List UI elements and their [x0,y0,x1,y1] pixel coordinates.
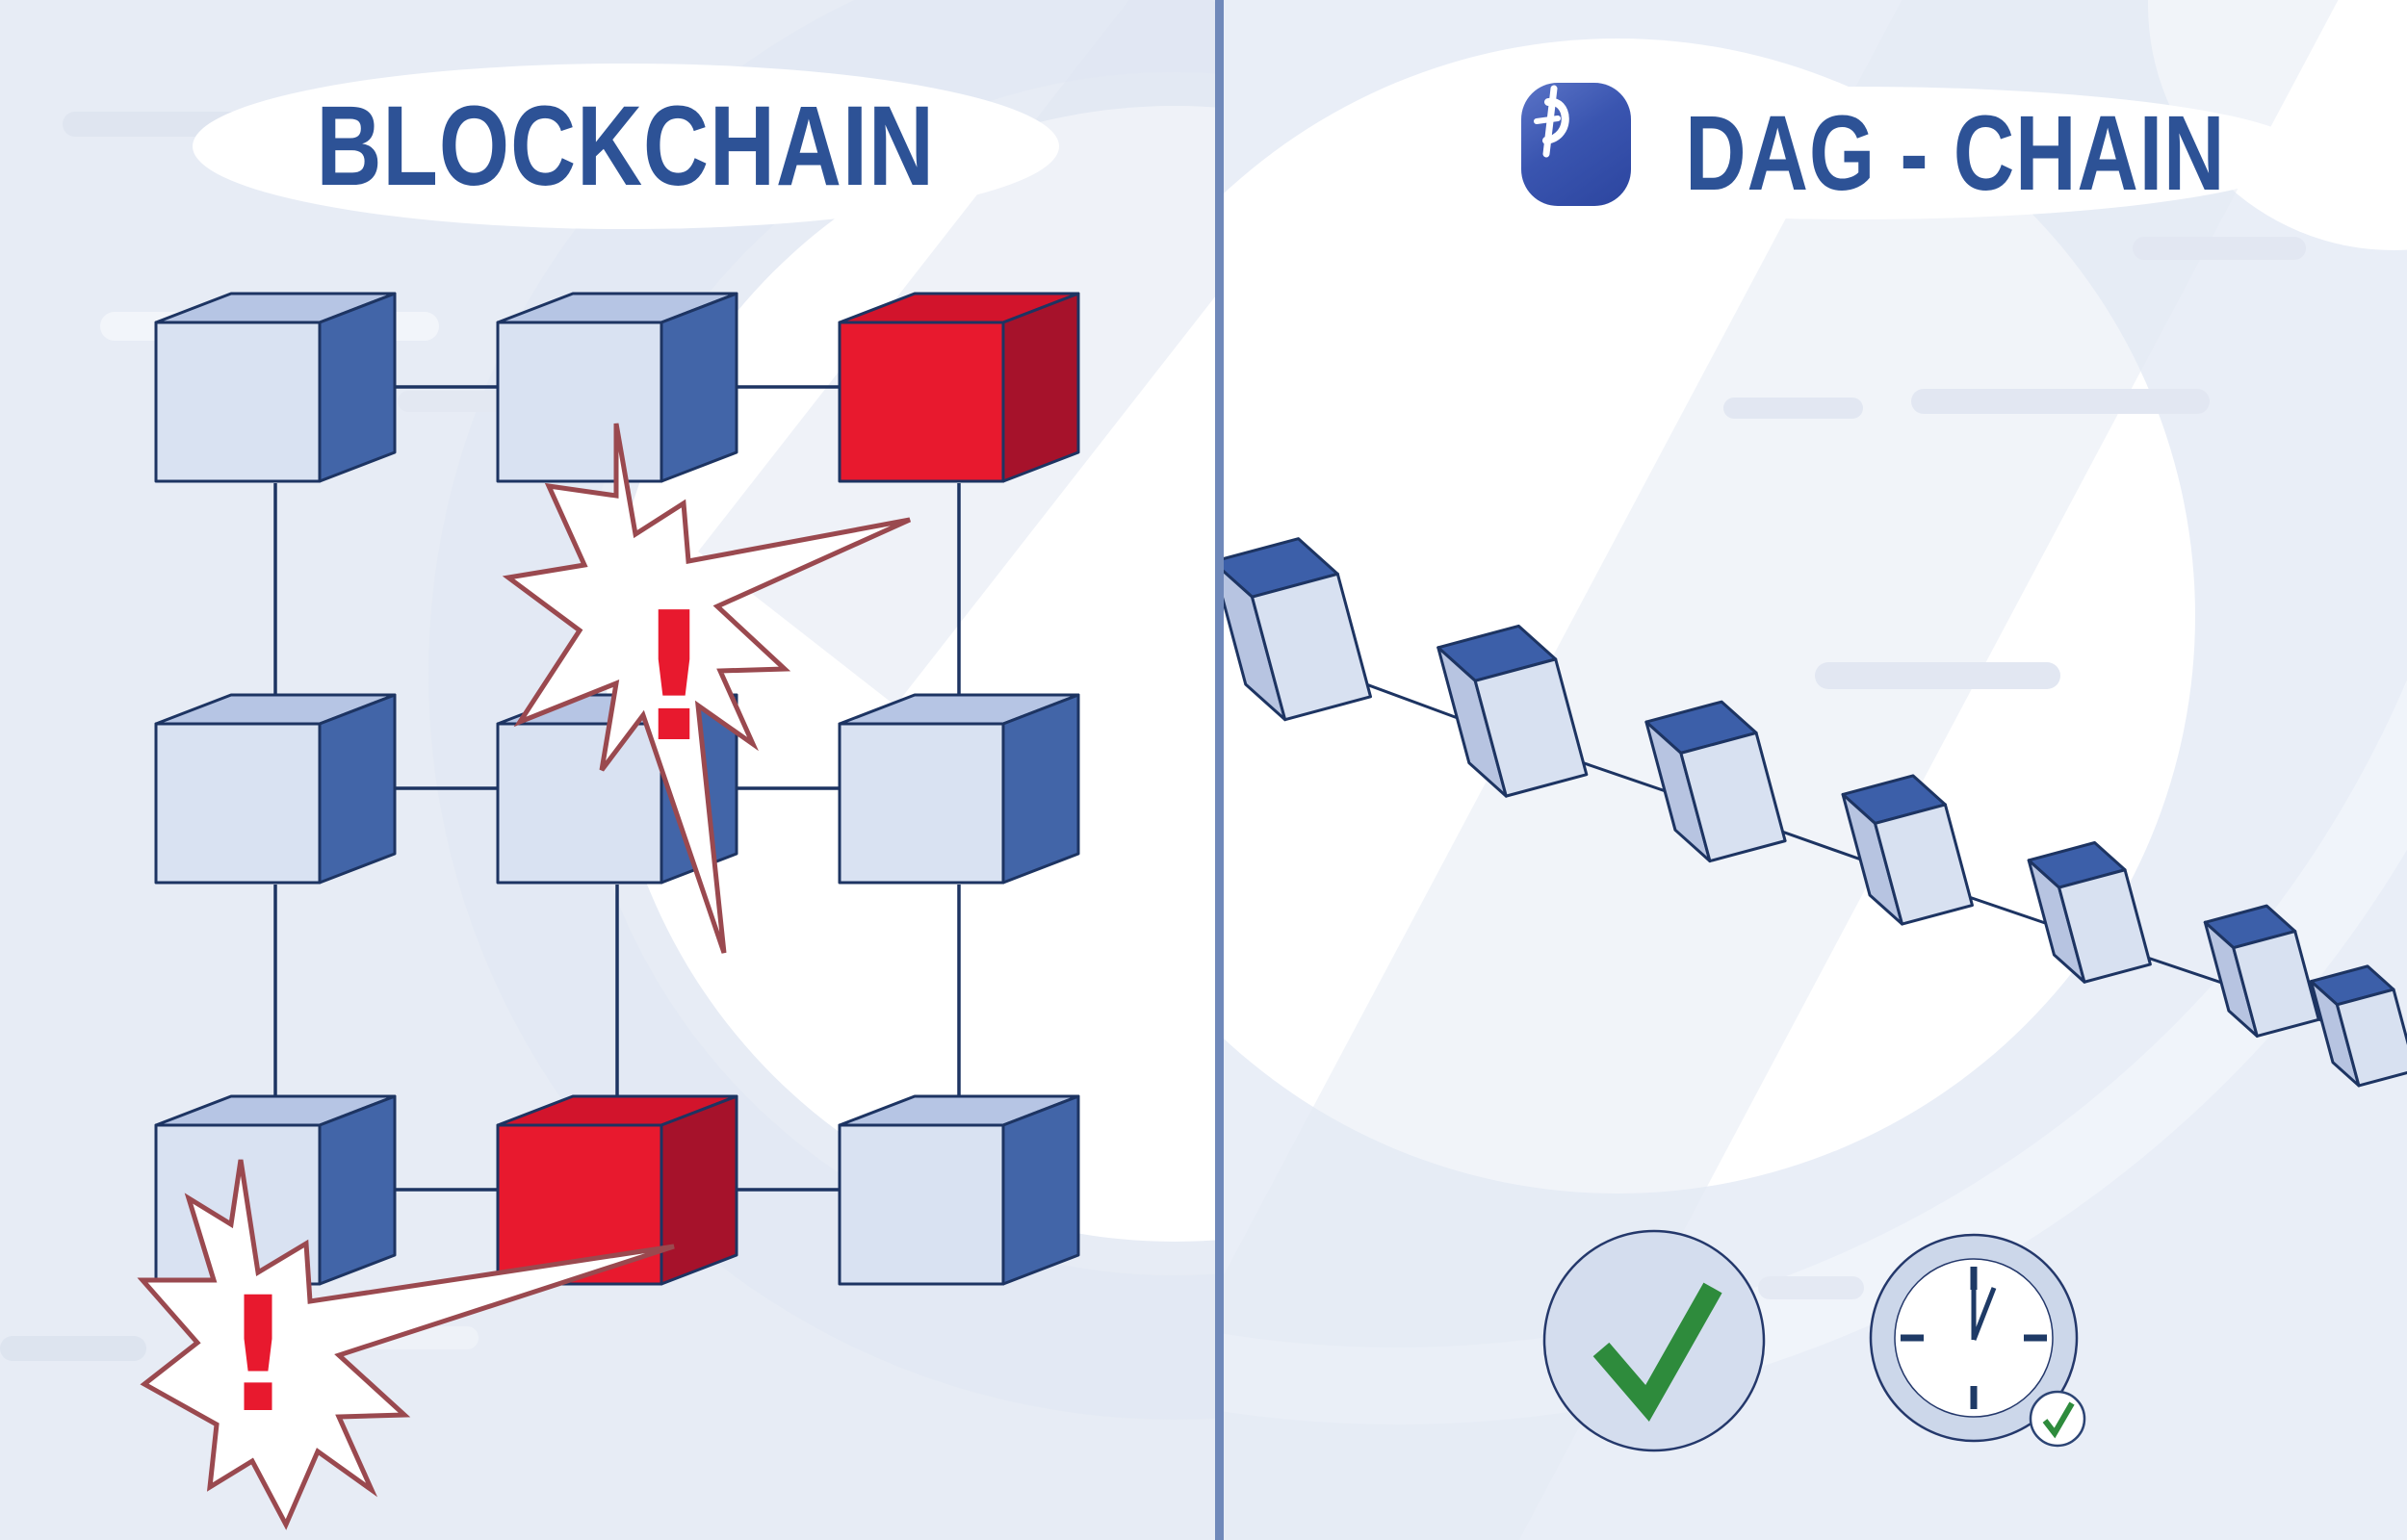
digital-currency-icon [1521,83,1631,206]
currency-glyph [1534,85,1569,158]
blockchain-scene: ! ! [100,0,1215,1530]
block-cube-r1c1 [154,292,397,483]
conflict-block-cube-r1c3 [838,292,1080,483]
decor-ring [428,0,1215,1420]
block-cube-r3c1 [154,1094,397,1286]
dag-chain-panel: DAG - CHAIN [1224,0,2407,1540]
alert-exclamation-bottom: ! [221,1263,294,1448]
decor-speed-pills [1723,237,2306,1299]
block-cube-r2c3 [838,693,1080,885]
block-cube-r3c3 [838,1094,1080,1286]
decor-star [1480,174,1689,390]
alert-burst-top: ! [502,423,912,954]
clock-check-badge [2029,1390,2086,1448]
dag-title: DAG - CHAIN [1685,93,2226,213]
dag-title-box: DAG - CHAIN [1657,87,2254,219]
clock-hands [1971,1276,1997,1341]
success-check-icon [1542,1229,1766,1452]
speed-clock-icon [1869,1233,2086,1448]
blockchain-panel: ! ! BLOCKCHAIN [100,0,1215,1530]
alert-exclamation-top: ! [634,574,714,782]
panel-divider [1215,0,1224,1540]
alert-burst-bottom: ! [137,1159,675,1530]
blockchain-title: BLOCKCHAIN [316,83,936,210]
blockchain-title-badge: BLOCKCHAIN [193,64,1059,229]
dag-chain-scene [1224,0,2407,1540]
block-cube-r2c1 [154,693,397,885]
